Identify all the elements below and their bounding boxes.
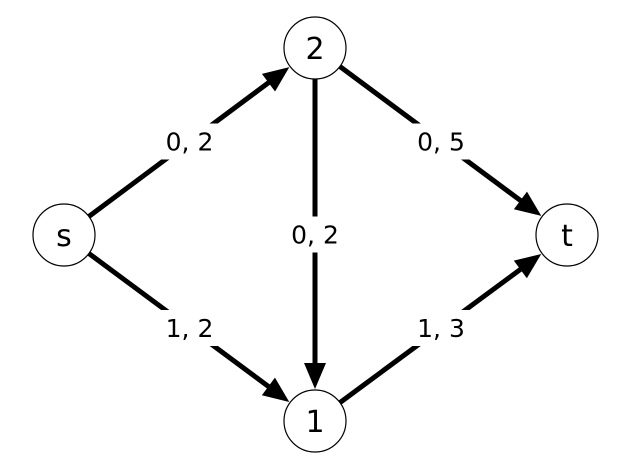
- edge-label-background: [158, 123, 221, 160]
- node-s: s: [32, 203, 96, 267]
- node-circle: [283, 16, 347, 80]
- edge-label: 1, 2: [166, 314, 214, 343]
- edges-layer: 0, 2 1, 2 0, 2 0, 5 1, 3: [87, 64, 542, 405]
- edge-2-t: 0, 5: [338, 64, 542, 216]
- edge-label: 0, 2: [166, 128, 214, 157]
- edge-label-background: [284, 216, 346, 253]
- edge-s-1: 1, 2: [87, 251, 290, 402]
- node-label: 2: [305, 32, 324, 67]
- edge-1-t: 1, 3: [338, 254, 542, 405]
- edge-label: 1, 3: [417, 314, 465, 343]
- nodes-layer: s 2 1 t: [32, 16, 599, 453]
- node-label: t: [561, 219, 573, 254]
- node-circle: [32, 203, 96, 267]
- node-circle: [535, 203, 599, 267]
- node-circle: [283, 389, 347, 453]
- edge-label-background: [410, 310, 472, 346]
- arrowhead-icon: [513, 191, 542, 216]
- arrowhead-icon: [513, 254, 542, 279]
- edge-label-background: [158, 310, 221, 346]
- node-1: 1: [283, 389, 347, 453]
- arrowhead-icon: [261, 67, 290, 92]
- node-t: t: [535, 203, 599, 267]
- edge-label: 0, 5: [417, 128, 465, 157]
- edge-s-2: 0, 2: [87, 67, 290, 219]
- node-label: s: [56, 219, 72, 254]
- node-label: 1: [305, 405, 324, 440]
- edge-2-1: 0, 2: [284, 79, 346, 389]
- node-2: 2: [283, 16, 347, 80]
- edge-label: 0, 2: [291, 221, 339, 250]
- arrowhead-icon: [304, 363, 326, 389]
- edge-label-background: [410, 123, 472, 160]
- arrowhead-icon: [261, 377, 290, 402]
